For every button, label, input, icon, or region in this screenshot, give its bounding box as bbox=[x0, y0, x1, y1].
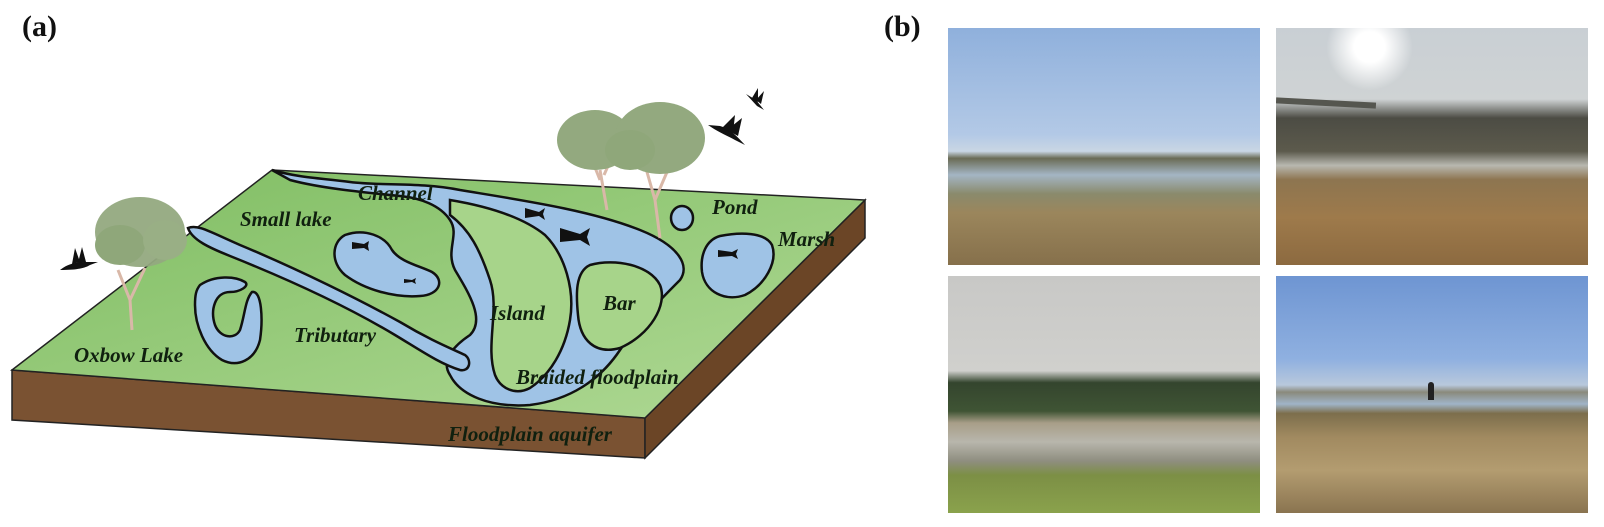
label-channel: Channel bbox=[358, 181, 433, 205]
panel-label-b: (b) bbox=[884, 10, 921, 43]
bird-icon bbox=[708, 115, 745, 145]
label-oxbow-lake: Oxbow Lake bbox=[74, 343, 183, 367]
label-braided-floodplain: Braided floodplain bbox=[515, 365, 679, 389]
oxbow-lake bbox=[193, 276, 263, 365]
marsh bbox=[700, 232, 775, 299]
pond bbox=[669, 204, 695, 232]
island bbox=[448, 198, 573, 393]
label-bar: Bar bbox=[602, 291, 637, 315]
label-marsh: Marsh bbox=[777, 227, 835, 251]
bridge bbox=[1276, 97, 1377, 109]
label-tributary: Tributary bbox=[294, 323, 377, 347]
label-island: Island bbox=[489, 301, 545, 325]
tree-icon bbox=[95, 197, 187, 331]
tributary bbox=[186, 225, 471, 372]
main-channel bbox=[271, 168, 685, 407]
label-floodplain-aquifer: Floodplain aquifer bbox=[447, 422, 613, 446]
field-photo-1 bbox=[948, 28, 1260, 265]
label-small-lake: Small lake bbox=[240, 207, 332, 231]
label-pond: Pond bbox=[711, 195, 758, 219]
field-photo-3 bbox=[948, 276, 1260, 513]
tree-icon bbox=[557, 102, 705, 239]
bar bbox=[575, 261, 664, 351]
floodplain-block-diagram: Channel Small lake Pond Marsh Island Bar… bbox=[9, 88, 867, 460]
bird-icon bbox=[746, 88, 764, 110]
bird-icon bbox=[60, 247, 98, 270]
field-photo-4 bbox=[1276, 276, 1588, 513]
field-photo-2 bbox=[1276, 28, 1588, 265]
person-figure bbox=[1428, 382, 1434, 400]
fish-icon bbox=[352, 208, 738, 284]
panel-label-a: (a) bbox=[22, 10, 57, 43]
